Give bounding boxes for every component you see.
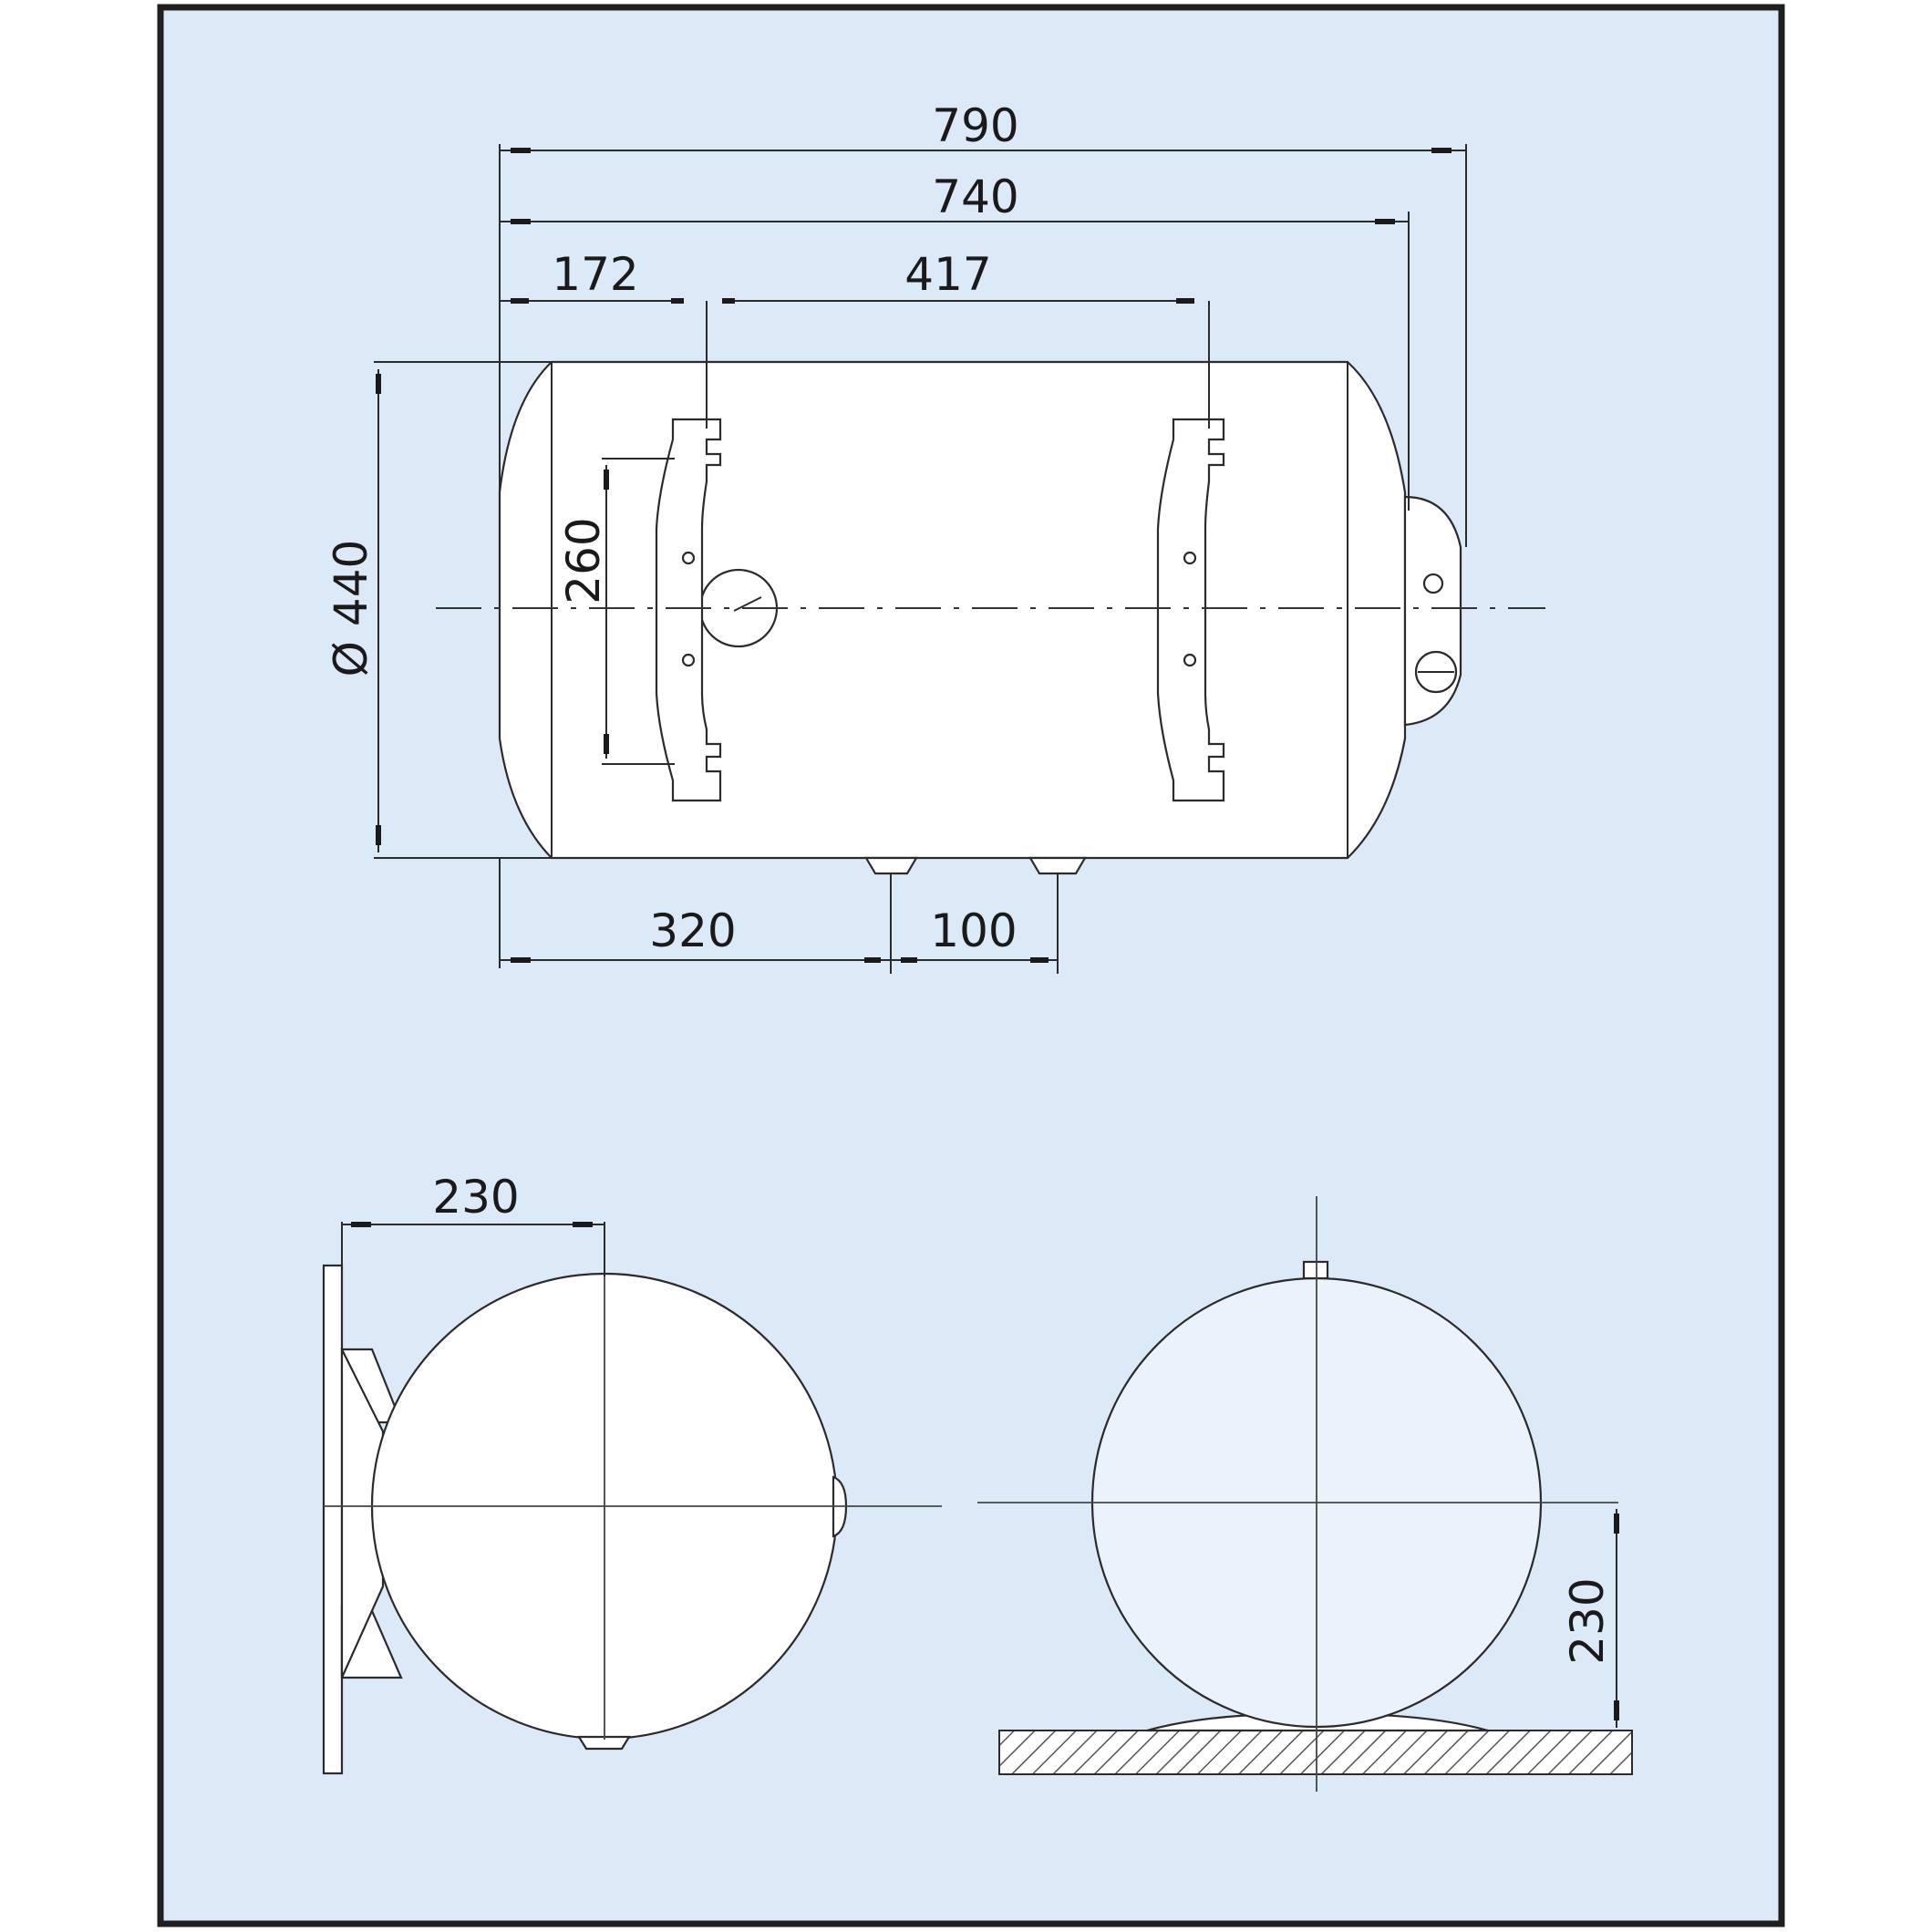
side-view-wall-mounted: 230 bbox=[322, 1171, 942, 1775]
mounting-bracket-left bbox=[655, 418, 722, 802]
dim-overall-length: 790 bbox=[932, 99, 1018, 152]
dim-bracket-spacing: 417 bbox=[904, 248, 991, 301]
dim-wall-to-center: 230 bbox=[432, 1171, 519, 1224]
dim-floor-to-center: 230 bbox=[1561, 1577, 1614, 1664]
tank-body bbox=[498, 360, 1407, 860]
mounting-bracket-right bbox=[1156, 418, 1225, 802]
dim-diameter: Ø 440 bbox=[325, 540, 377, 677]
dim-pipe-offset: 320 bbox=[649, 904, 736, 957]
dim-bracket-hole-spacing: 260 bbox=[557, 517, 610, 604]
dim-body-length: 740 bbox=[932, 170, 1018, 223]
top-view-heater: 790 740 172 417 Ø 440 260 bbox=[325, 99, 1545, 974]
pipe-inlet bbox=[864, 856, 918, 875]
side-view-floor-standing: 230 bbox=[977, 1196, 1633, 1792]
pipe-outlet bbox=[1028, 856, 1087, 875]
floor-slab bbox=[998, 1730, 1633, 1775]
thermostat-knob-icon bbox=[1422, 573, 1444, 594]
dim-first-bracket-offset: 172 bbox=[552, 248, 638, 301]
wall-plate bbox=[322, 1264, 344, 1775]
dim-pipe-spacing: 100 bbox=[930, 904, 1017, 957]
